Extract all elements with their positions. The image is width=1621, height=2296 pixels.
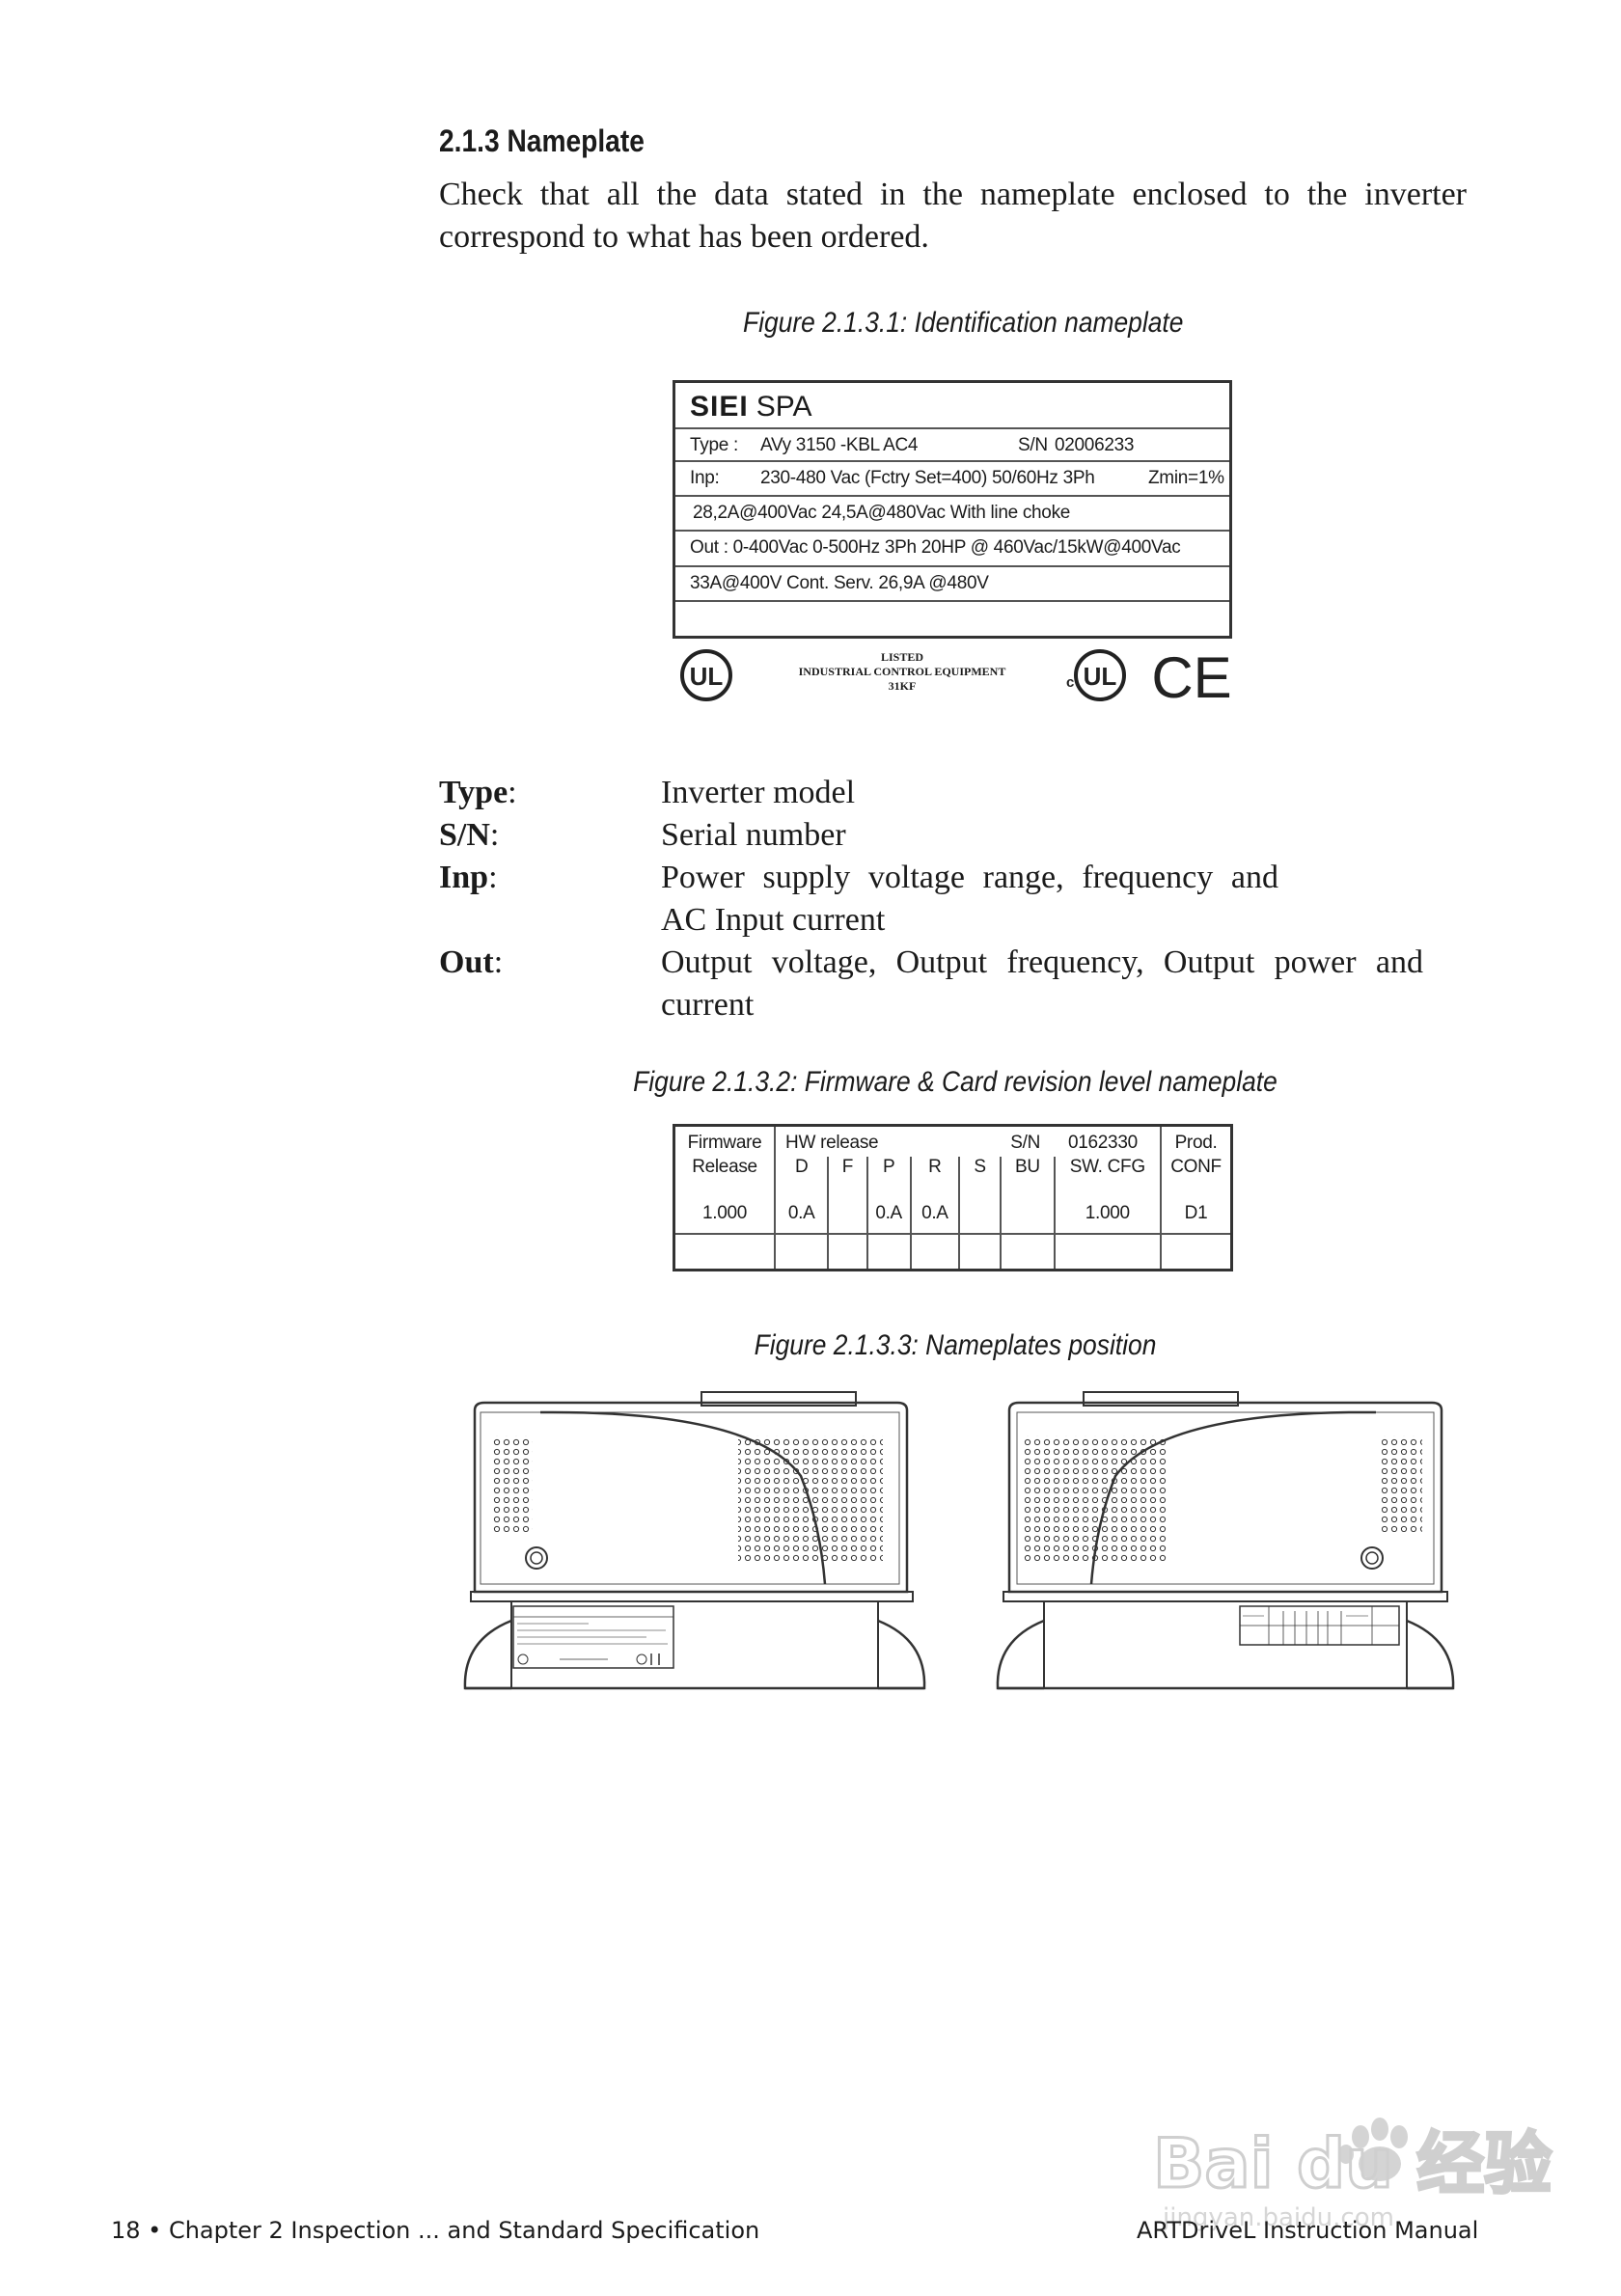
term-out: Out: bbox=[439, 944, 504, 980]
firmware-value-row: 1.000 0.A 0.A 0.A 1.000 D1 bbox=[674, 1194, 1232, 1234]
out-line: Out : 0-400Vac 0-500Hz 3Ph 20HP @ 460Vac… bbox=[690, 537, 1181, 558]
value-conf: D1 bbox=[1160, 1194, 1232, 1234]
firmware-sn: S/N 0162330 bbox=[1001, 1126, 1161, 1157]
cont-line: 33A@400V Cont. Serv. 26,9A @480V bbox=[690, 573, 989, 593]
footer-left: 18 • Chapter 2 Inspection ... and Standa… bbox=[111, 2217, 760, 2244]
nameplate-current-row: 28,2A@400Vac 24,5A@480Vac With line chok… bbox=[675, 495, 1229, 532]
listed-line-2: INDUSTRIAL CONTROL EQUIPMENT bbox=[798, 665, 1006, 678]
value-bu bbox=[1000, 1194, 1055, 1234]
ce-icon: CE bbox=[1151, 645, 1231, 709]
firmware-empty-row bbox=[673, 1232, 1232, 1271]
conf-label: CONF bbox=[1160, 1156, 1232, 1195]
value-sw-cfg: 1.000 bbox=[1053, 1194, 1162, 1234]
type-value: AVy 3150 -KBL AC4 bbox=[760, 435, 919, 455]
vent-grid bbox=[738, 1435, 883, 1561]
header-bu: BU bbox=[1000, 1156, 1055, 1195]
header-s: S bbox=[957, 1156, 1002, 1195]
section-title: 2.1.3 Nameplate bbox=[439, 123, 645, 158]
nameplate-out-row: Out : 0-400Vac 0-500Hz 3Ph 20HP @ 460Vac… bbox=[675, 530, 1229, 567]
desc-inp: Power supply voltage range, frequency an… bbox=[661, 860, 1278, 938]
cul-c-text: c bbox=[1066, 674, 1074, 691]
certification-marks: UL c UL CE bbox=[680, 645, 1232, 709]
nameplate-inp-row: Inp: 230-480 Vac (Fctry Set=400) 50/60Hz… bbox=[675, 460, 1229, 497]
sn-label: S/N bbox=[1018, 435, 1048, 455]
header-sw-cfg: SW. CFG bbox=[1053, 1156, 1162, 1195]
listed-line-3: 31KF bbox=[888, 679, 917, 693]
header-p: P bbox=[865, 1156, 911, 1195]
nameplate-bottom-rule bbox=[675, 600, 1229, 602]
value-s bbox=[957, 1194, 1002, 1234]
intro-paragraph: Check that all the data stated in the na… bbox=[439, 177, 1467, 255]
figure2-caption: Figure 2.1.3.2: Firmware & Card revision… bbox=[633, 1066, 1278, 1098]
vent-grid bbox=[1023, 1435, 1168, 1561]
cul-text: UL bbox=[1084, 662, 1117, 691]
release-label: Release bbox=[692, 1156, 757, 1177]
header-r: R bbox=[909, 1156, 959, 1195]
value-r: 0.A bbox=[909, 1194, 959, 1234]
inp-value: 230-480 Vac (Fctry Set=400) 50/60Hz 3Ph bbox=[760, 468, 1095, 488]
figure3-caption: Figure 2.1.3.3: Nameplates position bbox=[754, 1329, 1157, 1361]
firmware-header-row-1: Firmware HW release S/N 0162330 Prod. bbox=[674, 1125, 1232, 1157]
brand-rest: SPA bbox=[756, 391, 812, 423]
brand-bold: SIEI bbox=[690, 391, 749, 423]
vent-grid bbox=[1382, 1435, 1422, 1532]
prod-label: Prod. bbox=[1160, 1125, 1232, 1157]
header-d: D bbox=[774, 1156, 829, 1195]
term-sn: S/N: bbox=[439, 817, 500, 853]
paw-icon bbox=[1338, 2118, 1408, 2181]
sn-value: 02006233 bbox=[1055, 435, 1135, 455]
zmin: Zmin=1% bbox=[1148, 468, 1224, 488]
nameplate-type-row: Type : AVy 3150 -KBL AC4 S/N 02006233 bbox=[675, 427, 1229, 462]
nameplates-position-drawing bbox=[463, 1391, 1455, 1690]
term-type: Type: bbox=[439, 775, 517, 810]
listed-label: LISTED INDUSTRIAL CONTROL EQUIPMENT 31KF bbox=[767, 650, 1037, 694]
firmware-label: Firmware bbox=[687, 1133, 762, 1153]
cul-icon: c UL bbox=[1066, 649, 1126, 701]
value-f bbox=[827, 1194, 867, 1234]
inverter-right bbox=[996, 1391, 1455, 1690]
type-label: Type : bbox=[690, 435, 738, 455]
desc-out: Output voltage, Output frequency, Output… bbox=[661, 944, 1423, 1023]
watermark-url: jingyan.baidu.com bbox=[1162, 2203, 1394, 2232]
inp-label: Inp: bbox=[690, 468, 720, 488]
current-line: 28,2A@400Vac 24,5A@480Vac With line chok… bbox=[693, 503, 1071, 523]
firmware-sn-label: S/N bbox=[1010, 1133, 1040, 1153]
firmware-nameplate: Firmware HW release S/N 0162330 Prod. Re… bbox=[673, 1124, 1233, 1271]
firmware-header-row-2: Release D F P R S BU SW. CFG CONF bbox=[674, 1156, 1232, 1195]
nameplate-cont-row: 33A@400V Cont. Serv. 26,9A @480V bbox=[675, 565, 1229, 602]
value-d: 0.A bbox=[774, 1194, 829, 1234]
footer-right: ARTDriveL Instruction Manual bbox=[1137, 2217, 1479, 2244]
small-identification-nameplate bbox=[512, 1605, 674, 1669]
watermark-logo: Bai du 经验 jingyan.baidu.com bbox=[1153, 2118, 1553, 2232]
term-inp: Inp: bbox=[439, 860, 498, 895]
listed-line-1: LISTED bbox=[880, 650, 924, 664]
ul-text: UL bbox=[690, 662, 724, 691]
figure1-caption: Figure 2.1.3.1: Identification nameplate bbox=[743, 307, 1184, 339]
firmware-sn-value: 0162330 bbox=[1067, 1133, 1138, 1153]
desc-type: Inverter model bbox=[661, 775, 856, 810]
ce-text: CE bbox=[1151, 645, 1231, 709]
desc-sn: Serial number bbox=[661, 817, 846, 853]
value-p: 0.A bbox=[865, 1194, 911, 1234]
vent-grid bbox=[492, 1435, 533, 1532]
watermark-text: Bai du 经验 bbox=[1153, 2124, 1552, 2203]
inverter-left bbox=[463, 1391, 926, 1690]
hw-release-label: HW release bbox=[774, 1125, 1002, 1157]
ul-icon: UL bbox=[680, 649, 732, 701]
small-firmware-nameplate bbox=[1239, 1605, 1400, 1646]
header-f: F bbox=[827, 1156, 867, 1195]
value-release: 1.000 bbox=[701, 1202, 748, 1223]
